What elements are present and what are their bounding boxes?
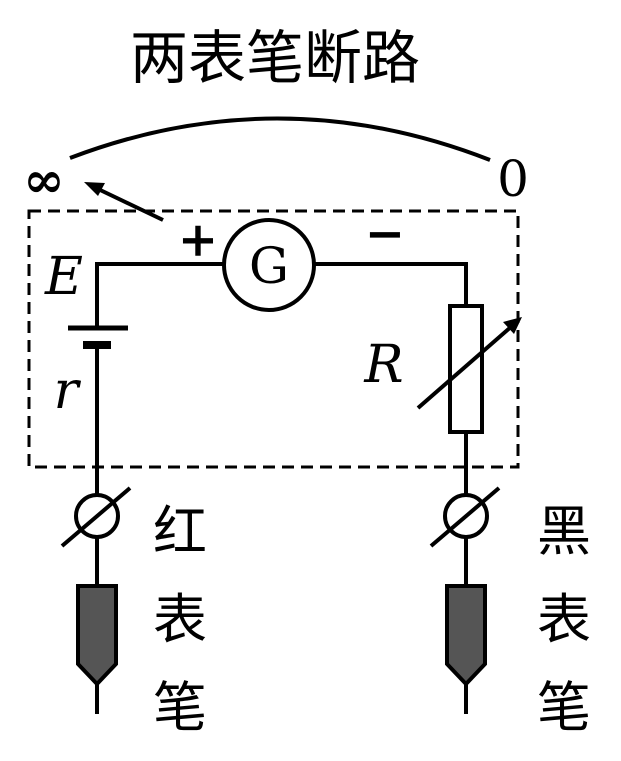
scale-infinity-label: ∞ bbox=[23, 150, 65, 209]
black-probe-body bbox=[445, 584, 487, 687]
red-probe-label-char-2: 表 bbox=[153, 588, 207, 651]
red-probe-terminal-slash bbox=[60, 486, 132, 548]
red-probe-body bbox=[76, 584, 118, 687]
rheostat-label: R bbox=[363, 335, 403, 395]
red-probe-label-char-1: 红 bbox=[153, 500, 207, 563]
terminal-plus-sign: + bbox=[178, 212, 218, 268]
galvanometer-label: G bbox=[249, 237, 289, 295]
red-probe-label-char-3: 笔 bbox=[153, 676, 207, 739]
black-probe-label-char-1: 黑 bbox=[537, 500, 591, 563]
galvanometer-circle bbox=[222, 218, 316, 312]
meter-scale-arc bbox=[69, 116, 491, 162]
diagram-title: 两表笔断路 bbox=[130, 24, 420, 92]
black-probe-label-char-2: 表 bbox=[537, 588, 591, 651]
scale-zero-label: 0 bbox=[497, 150, 529, 208]
black-probe-label-char-3: 笔 bbox=[537, 676, 591, 739]
internal-resistance-label: r bbox=[54, 361, 82, 421]
meter-needle bbox=[95, 186, 164, 222]
emf-label: E bbox=[44, 247, 83, 307]
terminal-minus-sign: − bbox=[365, 206, 405, 262]
black-probe-terminal-slash bbox=[429, 486, 501, 548]
rheostat-arrow-line bbox=[416, 324, 514, 410]
rheostat-arrowhead bbox=[503, 317, 522, 334]
rheostat-body bbox=[448, 304, 484, 434]
meter-needle-arrowhead bbox=[84, 182, 105, 196]
meter-boundary-dashed bbox=[27, 209, 520, 469]
